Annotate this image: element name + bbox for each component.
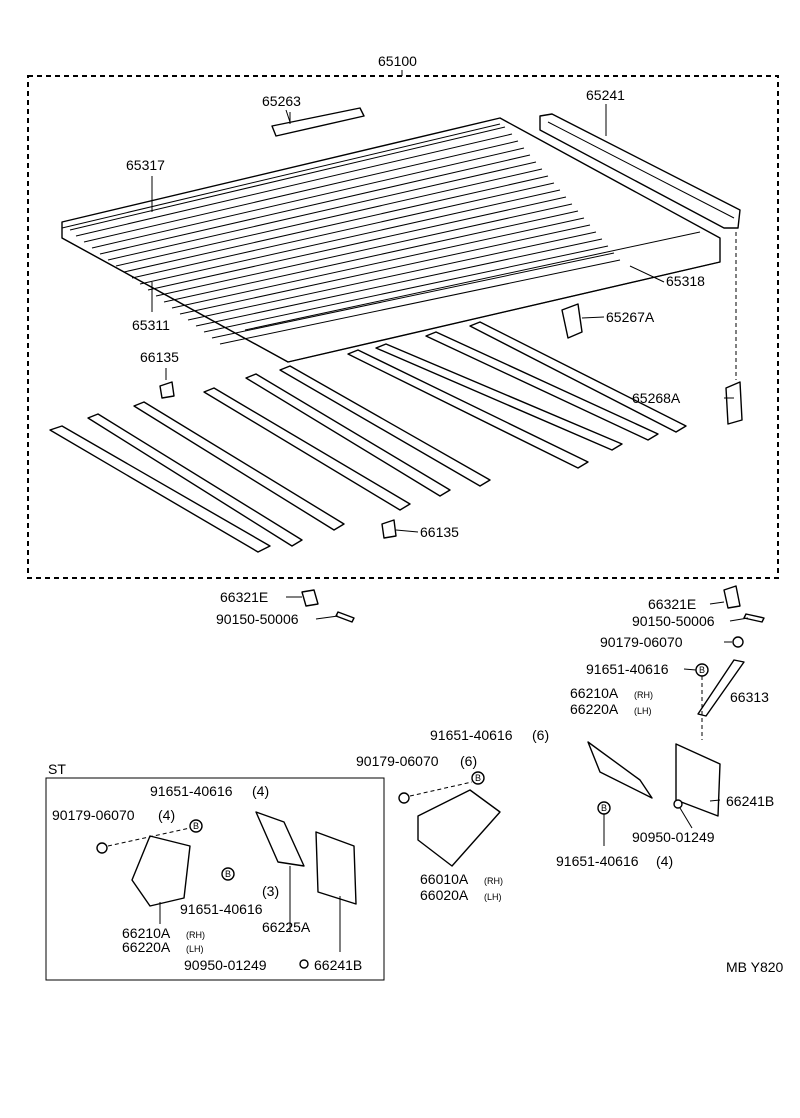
- clip-bottom: [381, 519, 397, 539]
- st-clip: [299, 959, 309, 969]
- st-marker-b-mid: [221, 867, 235, 881]
- label-crossmember-short: 65263: [262, 93, 301, 109]
- marker-b-text-right: B: [699, 665, 705, 675]
- label-guard-f-lh-tag: (LH): [484, 892, 502, 902]
- label-guard-f-lh: 66020A: [420, 887, 469, 903]
- guard-front: [417, 789, 501, 867]
- label-st-title: ST: [48, 761, 66, 777]
- label-st-screw-mid-qty: (3): [262, 883, 279, 899]
- label-screw-mid: 91651-40616: [430, 727, 513, 743]
- st-guard: [131, 835, 191, 907]
- st-nut: [96, 842, 108, 854]
- label-screw-right-bottom-qty: (4): [656, 853, 673, 869]
- leader-lines: [151, 104, 749, 952]
- label-screw-mid-qty: (6): [532, 727, 549, 743]
- label-guard-f-rh: 66010A: [420, 871, 469, 887]
- label-st-mudflap: 66241B: [314, 957, 362, 973]
- label-mudflap-right: 66241B: [726, 793, 774, 809]
- clip-right: [673, 799, 683, 809]
- label-nut-right: 90179-06070: [600, 634, 683, 650]
- label-st-guard-lh: 66220A: [122, 939, 171, 955]
- guard-right: [587, 741, 653, 799]
- label-clip-top: 66135: [140, 349, 179, 365]
- label-bracket-b: 65268A: [632, 390, 681, 406]
- label-st-guard-lh-tag: (LH): [186, 944, 204, 954]
- label-st-screw-top-qty: (4): [252, 783, 269, 799]
- label-st-screw-mid: 91651-40616: [180, 901, 263, 917]
- st-bracket: [255, 811, 305, 867]
- mudflap-right: [675, 743, 721, 817]
- label-st-nut-qty: (4): [158, 807, 175, 823]
- label-stopper-left: 66321E: [220, 589, 268, 605]
- label-guard-f-rh-tag: (RH): [484, 876, 503, 886]
- label-st-guard-rh: 66210A: [122, 925, 171, 941]
- stopper-left: [301, 589, 319, 607]
- assembly-frame: [27, 75, 779, 579]
- label-rear-sill: 65318: [666, 273, 705, 289]
- floor-panel: [61, 117, 721, 363]
- label-stay-right: 66313: [730, 689, 769, 705]
- label-screw-right-bottom: 91651-40616: [556, 853, 639, 869]
- clip-top: [159, 381, 175, 399]
- label-st-clip: 90950-01249: [184, 957, 267, 973]
- label-front-sill: 65317: [126, 157, 165, 173]
- label-assembly: 65100: [378, 53, 417, 69]
- stay-right: [697, 659, 745, 717]
- label-clip-right: 90950-01249: [632, 829, 715, 845]
- label-guard-r-rh-tag: (RH): [634, 690, 653, 700]
- label-screw-right: 91651-40616: [586, 661, 669, 677]
- bolt-right: [743, 613, 765, 623]
- marker-b-text-st-mid: B: [225, 869, 231, 879]
- label-nut-mid: 90179-06070: [356, 753, 439, 769]
- label-bolt-left: 90150-50006: [216, 611, 299, 627]
- label-guard-r-rh: 66210A: [570, 685, 619, 701]
- marker-b-mid: [471, 771, 485, 785]
- crossmember-short: [271, 107, 365, 137]
- label-floor-panel: 65311: [132, 317, 170, 333]
- right-rail: [539, 113, 741, 229]
- marker-b-text-right-bottom: B: [601, 803, 607, 813]
- st-mudflap: [315, 831, 357, 905]
- label-rail-right: 65241: [586, 87, 625, 103]
- diagram-code: MB Y820: [726, 959, 784, 975]
- label-bracket-a: 65267A: [606, 309, 655, 325]
- bracket-b: [725, 381, 743, 425]
- stopper-right: [723, 585, 741, 609]
- label-bolt-right: 90150-50006: [632, 613, 715, 629]
- label-guard-r-lh-tag: (LH): [634, 706, 652, 716]
- label-guard-r-lh: 66220A: [570, 701, 619, 717]
- nut-right: [732, 636, 744, 648]
- label-nut-mid-qty: (6): [460, 753, 477, 769]
- label-st-nut: 90179-06070: [52, 807, 135, 823]
- crossmembers: [49, 321, 687, 553]
- st-marker-b-top: [189, 819, 203, 833]
- bolt-left: [335, 611, 355, 623]
- label-st-bracket: 66225A: [262, 919, 311, 935]
- label-st-screw-top: 91651-40616: [150, 783, 233, 799]
- nut-mid: [398, 792, 410, 804]
- st-box: [45, 777, 385, 981]
- label-st-guard-rh-tag: (RH): [186, 930, 205, 940]
- marker-b-text-st-top: B: [193, 821, 199, 831]
- marker-b-text-mid: B: [475, 773, 481, 783]
- label-stopper-right: 66321E: [648, 596, 696, 612]
- label-clip-bottom: 66135: [420, 524, 459, 540]
- bracket-a: [561, 303, 583, 339]
